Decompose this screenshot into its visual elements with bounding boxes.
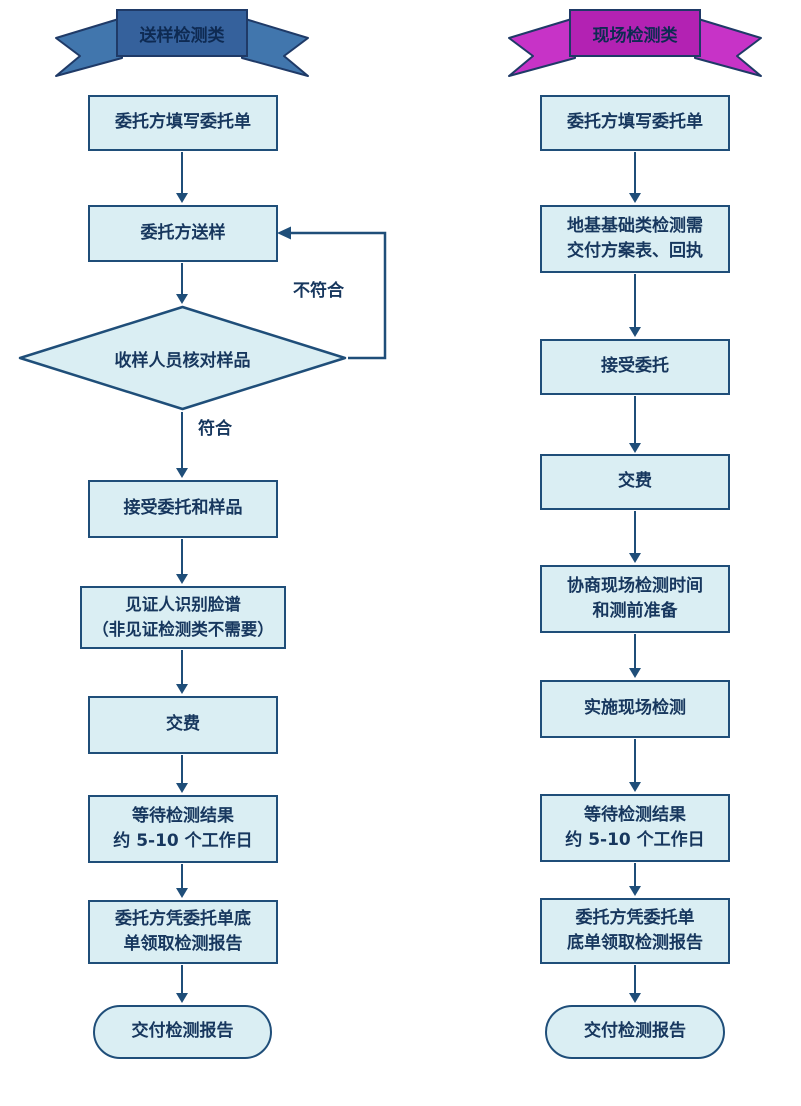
down-arrow-icon [627,965,643,1003]
down-arrow-icon [174,412,190,478]
step-label-line1: 协商现场检测时间 [567,575,703,596]
step-label: 委托方填写委托单 [115,112,251,133]
step-send-sample: 委托方送样 [88,205,278,262]
step-collect-report: 委托方凭委托单底 单领取检测报告 [88,900,278,964]
down-arrow-icon [174,965,190,1003]
down-arrow-icon [174,864,190,898]
step-label-line1: 等待检测结果 [132,805,234,826]
step-pay-fee: 交费 [88,696,278,754]
not-conform-label: 不符合 [293,281,344,301]
step-collect-report: 委托方凭委托单 底单领取检测报告 [540,898,730,964]
step-label: 交费 [166,714,200,735]
ribbon-shape-icon [508,9,762,77]
step-label-line2: 交付方案表、回执 [567,241,703,261]
decision-verify-sample: 收样人员核对样品 [17,305,348,411]
step-label-line2: 约 5-10 个工作日 [565,830,705,850]
step-foundation-docs: 地基基础类检测需 交付方案表、回执 [540,205,730,273]
down-arrow-icon [174,263,190,304]
step-label-line1: 等待检测结果 [584,804,686,825]
step-label-line2: 约 5-10 个工作日 [113,831,253,851]
step-label: 接受委托 [601,356,669,377]
step-pay-fee: 交费 [540,454,730,510]
banner-label: 送样检测类 [139,25,225,46]
decision-label: 收样人员核对样品 [114,350,251,371]
step-witness-recognition: 见证人识别脸谱 （非见证检测类不需要） [80,586,286,649]
down-arrow-icon [627,739,643,792]
down-arrow-icon [627,863,643,896]
step-label: 委托方填写委托单 [567,112,703,133]
step-wait-results: 等待检测结果 约 5-10 个工作日 [540,794,730,862]
step-label-line2: （非见证检测类不需要） [92,619,274,639]
down-arrow-icon [174,650,190,694]
step-label: 实施现场检测 [584,698,686,719]
down-arrow-icon [627,152,643,203]
banner-sample-testing: 送样检测类 [52,6,312,78]
step-label: 委托方送样 [140,222,226,243]
step-accept-commission-sample: 接受委托和样品 [88,480,278,538]
conform-label: 符合 [198,419,232,439]
terminal-label: 交付检测报告 [131,1021,234,1042]
step-schedule-onsite: 协商现场检测时间 和测前准备 [540,565,730,633]
down-arrow-icon [174,539,190,584]
step-label-line2: 单领取检测报告 [123,934,243,954]
step-label-line2: 底单领取检测报告 [567,933,703,953]
down-arrow-icon [174,152,190,203]
feedback-loop-arrow-icon [277,226,387,360]
step-fill-form: 委托方填写委托单 [88,95,278,151]
down-arrow-icon [627,511,643,563]
end-deliver-report: 交付检测报告 [545,1005,725,1059]
step-wait-results: 等待检测结果 约 5-10 个工作日 [88,795,278,863]
diamond-shape-icon [18,305,347,411]
step-label-line1: 地基基础类检测需 [567,215,703,236]
step-fill-form: 委托方填写委托单 [540,95,730,151]
step-label: 交费 [618,471,652,492]
banner-label: 现场检测类 [592,25,678,46]
down-arrow-icon [174,755,190,793]
down-arrow-icon [627,634,643,678]
ribbon-shape-icon [55,9,309,77]
banner-onsite-testing: 现场检测类 [505,6,765,78]
step-perform-onsite: 实施现场检测 [540,680,730,738]
step-label: 接受委托和样品 [123,498,243,519]
terminal-label: 交付检测报告 [584,1021,686,1042]
step-label-line1: 委托方凭委托单底 [115,908,251,929]
step-label-line1: 见证人识别脸谱 [125,594,241,614]
end-deliver-report: 交付检测报告 [93,1005,272,1059]
down-arrow-icon [627,274,643,337]
step-label-line2: 和测前准备 [592,601,678,621]
step-label-line1: 委托方凭委托单 [575,907,695,928]
down-arrow-icon [627,396,643,453]
step-accept-commission: 接受委托 [540,339,730,395]
